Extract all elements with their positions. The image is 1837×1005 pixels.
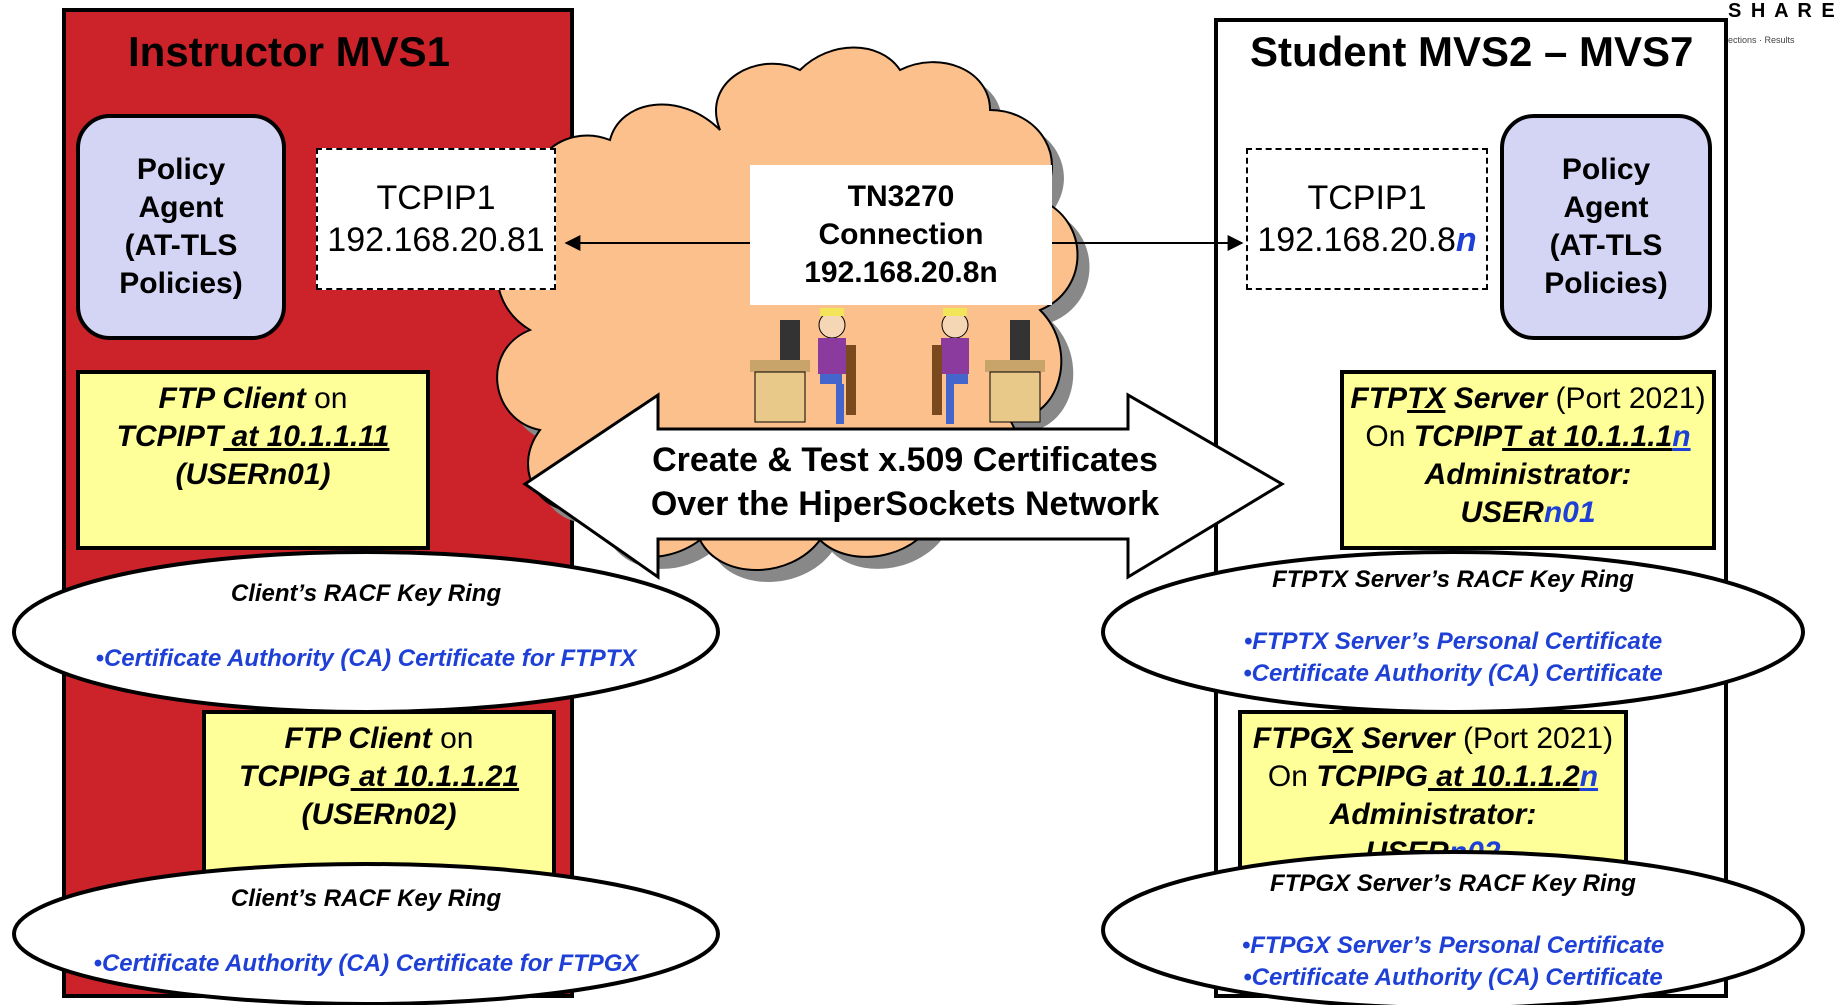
- student-ring-2-item-1: •FTPGX Server’s Personal Certificate: [1241, 932, 1665, 959]
- instructor-title: Instructor MVS1: [128, 28, 451, 75]
- student-ring-2-title: FTPGX Server’s RACF Key Ring: [1270, 870, 1636, 897]
- student-title: Student MVS2 – MVS7: [1250, 28, 1694, 75]
- student-ring-1-item-1: •FTPTX Server’s Personal Certificate: [1243, 628, 1663, 655]
- ftp-client-1: FTP Client on TCPIPT at 10.1.1.11 (USERn…: [76, 370, 430, 550]
- student-policy-agent: Policy Agent (AT-TLS Policies): [1500, 114, 1712, 340]
- student-ring-1-item-2: •Certificate Authority (CA) Certificate: [1243, 660, 1663, 687]
- tn3270-connection-label: TN3270 Connection 192.168.20.8n: [750, 165, 1052, 305]
- instructor-ring-2-item: •Certificate Authority (CA) Certificate …: [93, 950, 639, 977]
- instructor-ring-1-title: Client’s RACF Key Ring: [230, 580, 502, 607]
- student-ring-1-title: FTPTX Server’s RACF Key Ring: [1272, 566, 1634, 593]
- person-left-icon: [750, 308, 856, 424]
- instructor-tcpip-box: TCPIP1 192.168.20.81: [316, 148, 556, 290]
- share-logo: S H A R E ections · Results: [1728, 0, 1835, 60]
- ftpgx-server-box: FTPGX Server (Port 2021) On TCPIPG at 10…: [1238, 710, 1628, 890]
- student-ring-2-item-2: •Certificate Authority (CA) Certificate: [1243, 964, 1663, 991]
- ftptx-server-box: FTPTX Server (Port 2021) On TCPIPT at 10…: [1340, 370, 1716, 550]
- ftp-client-2: FTP Client on TCPIPG at 10.1.1.21 (USERn…: [202, 710, 556, 900]
- student-tcpip-box: TCPIP1 192.168.20.8n: [1246, 148, 1488, 290]
- arrow-text: Create & Test x.509 Certificates Over th…: [650, 441, 1160, 523]
- instructor-ring-2-title: Client’s RACF Key Ring: [230, 885, 502, 912]
- instructor-policy-agent: Policy Agent (AT-TLS Policies): [76, 114, 286, 340]
- person-right-icon: [932, 308, 1045, 424]
- instructor-ring-1-item: •Certificate Authority (CA) Certificate …: [95, 645, 637, 672]
